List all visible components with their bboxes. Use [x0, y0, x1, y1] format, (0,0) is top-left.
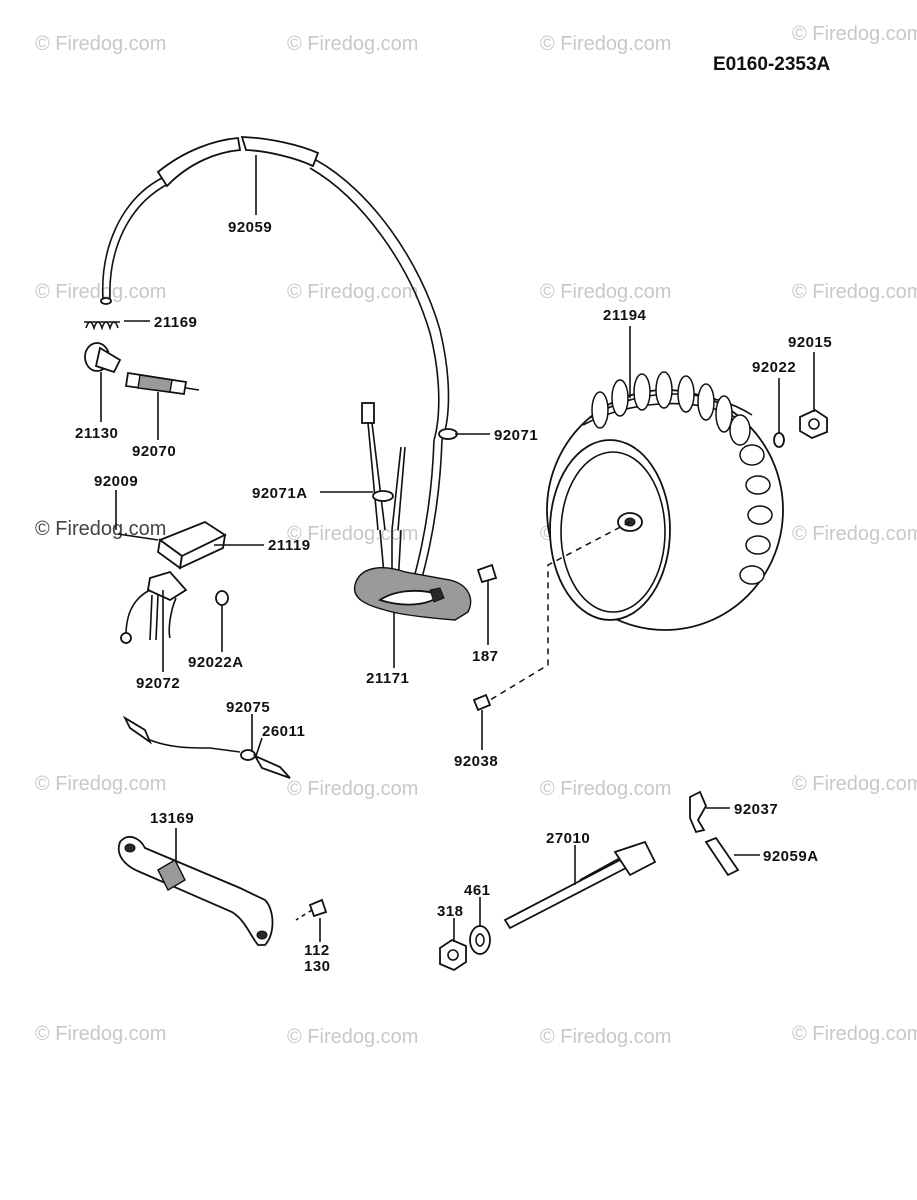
watermark: © Firedog.com: [540, 1026, 671, 1048]
flywheel-part: [546, 371, 784, 631]
washer-part: [469, 925, 491, 955]
plug-cap-part: [84, 342, 122, 374]
callout-92071A: 92071A: [252, 485, 308, 502]
callout-92009: 92009: [94, 473, 138, 490]
callout-21130: 21130: [75, 425, 118, 442]
callout-92022A: 92022A: [188, 654, 244, 671]
callout-92059A: 92059A: [763, 848, 819, 865]
callout-130: 130: [304, 958, 331, 975]
watermark: © Firedog.com: [792, 281, 917, 303]
callout-92075: 92075: [226, 699, 270, 716]
watermark: © Firedog.com: [540, 281, 671, 303]
leader-lines: [100, 155, 815, 942]
clip-part: [689, 790, 708, 834]
spring-part: [84, 321, 120, 331]
callout-461: 461: [464, 882, 491, 899]
callout-21169: 21169: [154, 314, 197, 331]
bolt-part: [476, 563, 498, 598]
watermark: © Firedog.com: [35, 281, 166, 303]
callout-187: 187: [472, 648, 499, 665]
callouts: 92059 21169 21130 92070 92009 21119 9202…: [75, 219, 832, 975]
key-part: [472, 693, 492, 712]
wire-harness: [361, 402, 406, 586]
bracket-part: [117, 835, 274, 946]
watermark: © Firedog.com: [792, 523, 917, 545]
lead-wire-part: [122, 715, 291, 779]
rod-part: [503, 840, 657, 930]
washer-part: [215, 590, 229, 606]
watermark: © Firedog.com: [287, 778, 418, 800]
callout-13169: 13169: [150, 810, 194, 827]
washer-part: [773, 432, 785, 448]
callout-92070: 92070: [132, 443, 176, 460]
watermark: © Firedog.com: [287, 1026, 418, 1048]
watermark: © Firedog.com: [540, 33, 671, 55]
callout-92022: 92022: [752, 359, 796, 376]
stator-coil-part: [353, 567, 472, 621]
callout-92015: 92015: [788, 334, 832, 351]
nut-part: [439, 938, 467, 972]
bolt-part: [295, 898, 328, 921]
watermark: © Firedog.com: [35, 1023, 166, 1045]
callout-27010: 27010: [546, 830, 590, 847]
watermark: © Firedog.com: [287, 281, 418, 303]
callout-318: 318: [437, 903, 464, 920]
clamp-part: [438, 428, 458, 440]
callout-92072: 92072: [136, 675, 180, 692]
callout-92059: 92059: [228, 219, 272, 236]
callout-112: 112: [304, 942, 330, 959]
callout-92071: 92071: [494, 427, 538, 444]
diagram-code: E0160-2353A: [713, 54, 831, 75]
callout-21119: 21119: [268, 537, 311, 554]
watermark: © Firedog.com: [540, 778, 671, 800]
watermark: © Firedog.com: [35, 518, 166, 540]
nut-part: [799, 408, 828, 439]
callout-26011: 26011: [262, 723, 305, 740]
watermark: © Firedog.com: [35, 773, 166, 795]
watermark: © Firedog.com: [792, 23, 917, 45]
watermark: © Firedog.com: [35, 33, 166, 55]
watermark: © Firedog.com: [792, 1023, 917, 1045]
callout-21194: 21194: [603, 307, 647, 324]
callout-92037: 92037: [734, 801, 778, 818]
callout-92038: 92038: [454, 753, 498, 770]
callout-21171: 21171: [366, 670, 409, 687]
high-tension-cord: [100, 136, 450, 586]
watermark: © Firedog.com: [792, 773, 917, 795]
ignition-coil-part: [117, 520, 227, 644]
pin-part: [704, 836, 740, 877]
watermark: © Firedog.com: [287, 33, 418, 55]
spark-plug-part: [124, 371, 200, 396]
